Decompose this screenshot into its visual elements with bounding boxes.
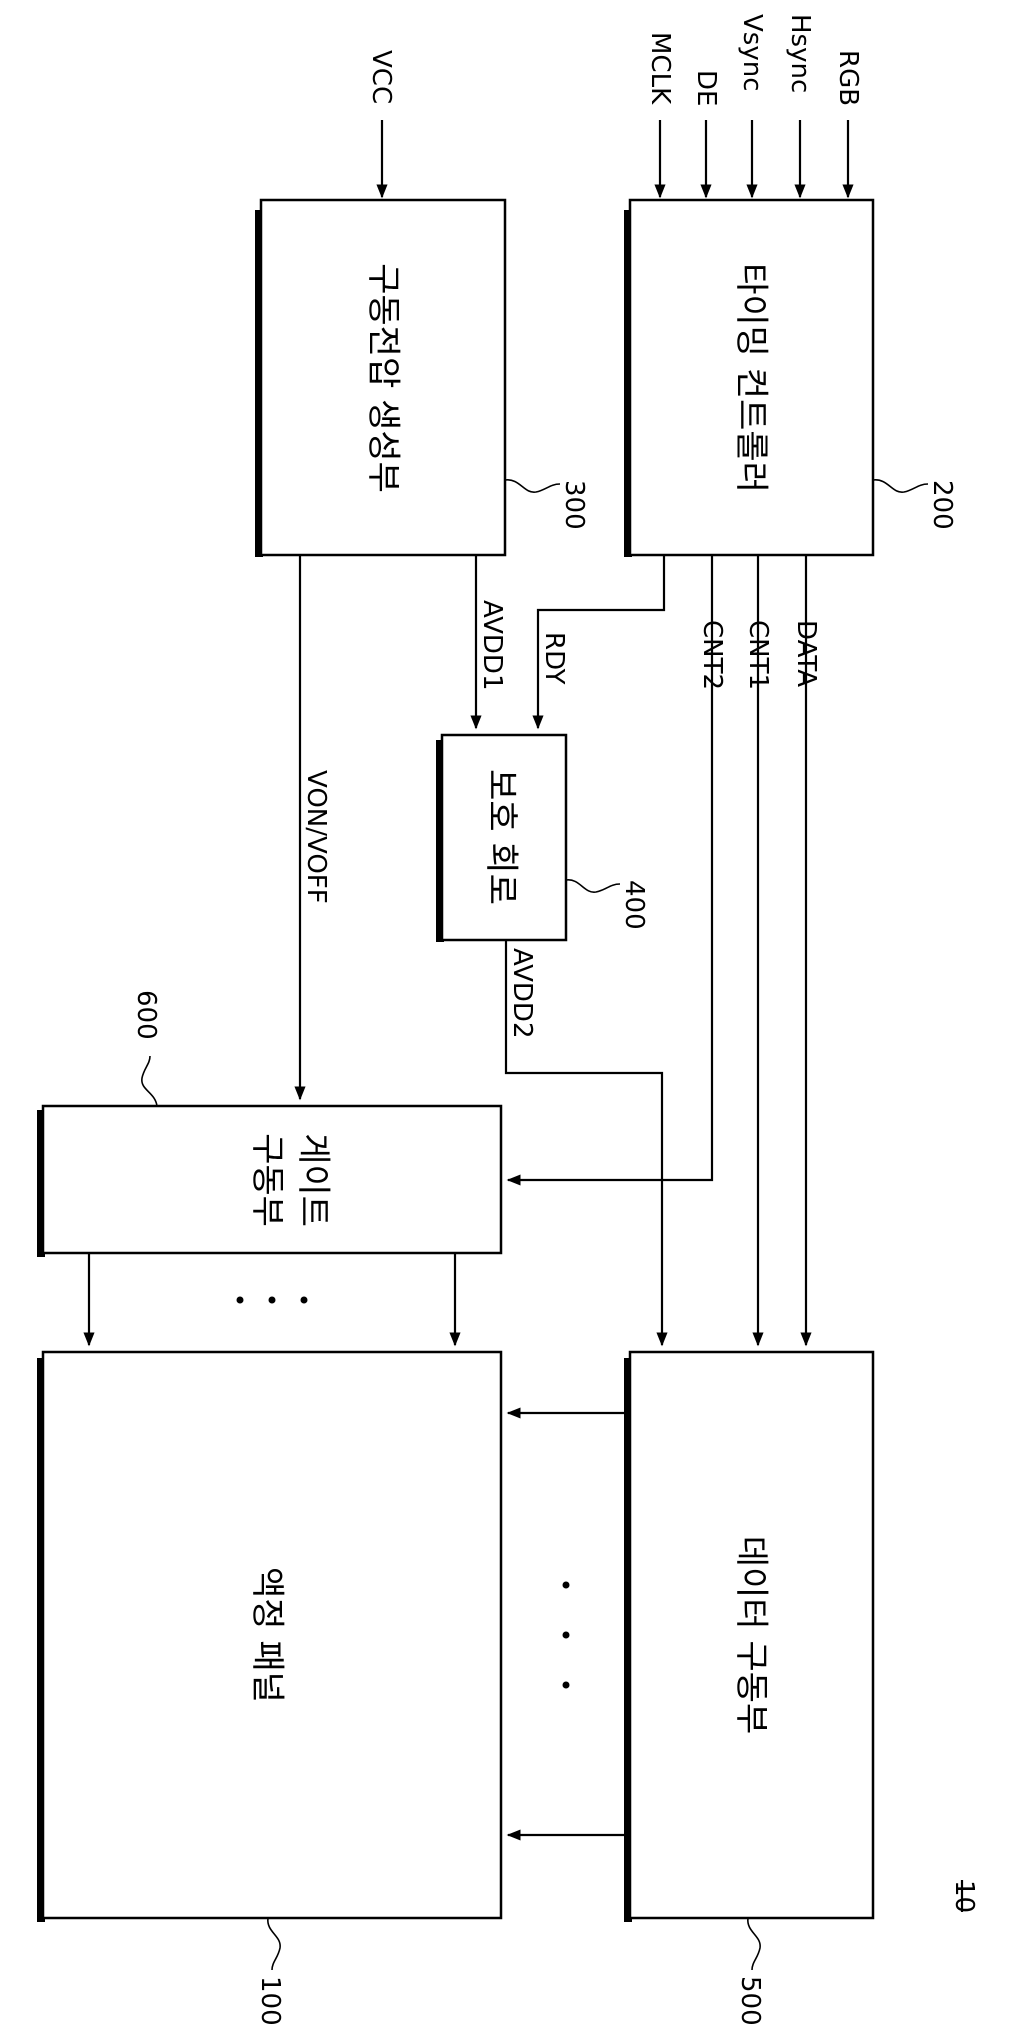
data-driver-ref-leader bbox=[748, 1918, 760, 1970]
gate-driver-label-line1: 게이트 bbox=[293, 1133, 333, 1227]
protection-circuit-ref: 400 bbox=[619, 880, 649, 930]
gate-line-ellipsis-dot bbox=[269, 1297, 276, 1304]
timing-controller-ref-leader bbox=[873, 480, 928, 492]
gate-line-ellipsis-dot bbox=[237, 1297, 244, 1304]
timing-controller-label: 타이밍 컨트롤러 bbox=[731, 263, 771, 493]
protection-circuit-ref-leader bbox=[566, 880, 620, 892]
drive-voltage-generator-block: 구동전압 생성부 300 bbox=[255, 200, 589, 557]
lc-panel-label: 액정 패널 bbox=[247, 1567, 287, 1703]
data-driver-label: 데이터 구동부 bbox=[731, 1536, 771, 1735]
avdd1-signal-label: AVDD1 bbox=[477, 600, 507, 691]
figure-ref-label: 10 bbox=[949, 1880, 979, 1913]
data-driver-ref: 500 bbox=[735, 1976, 765, 2024]
gate-driver-ref: 600 bbox=[131, 990, 161, 1040]
data-line-ellipsis-dot bbox=[563, 1682, 570, 1689]
data-driver-block: 데이터 구동부 500 bbox=[624, 1352, 873, 2024]
lc-panel-ref-leader bbox=[268, 1918, 280, 1970]
gate-driver-label-line2: 구동부 bbox=[247, 1133, 287, 1227]
data-line-ellipsis-dot bbox=[563, 1582, 570, 1589]
input-signals: RGB Hsync Vsync DE MCLK VCC bbox=[366, 14, 863, 197]
de-label: DE bbox=[691, 70, 721, 106]
gate-line-ellipsis-dot bbox=[301, 1297, 308, 1304]
timing-controller-ref: 200 bbox=[927, 480, 957, 530]
hsync-label: Hsync bbox=[785, 14, 815, 93]
drive-voltage-generator-label: 구동전압 생성부 bbox=[363, 263, 403, 493]
data-line-ellipsis-dot bbox=[563, 1632, 570, 1639]
drive-voltage-generator-ref-leader bbox=[505, 480, 560, 492]
mclk-label: MCLK bbox=[645, 32, 675, 105]
gate-driver-ref-leader bbox=[142, 1056, 157, 1106]
rgb-label: RGB bbox=[833, 50, 863, 106]
drive-voltage-generator-ref: 300 bbox=[559, 480, 589, 530]
vcc-label: VCC bbox=[366, 50, 396, 104]
lc-panel-block: 액정 패널 100 bbox=[37, 1352, 501, 2024]
protection-circuit-label: 보호 회로 bbox=[481, 769, 521, 905]
von-voff-signal-label: VON/VOFF bbox=[301, 770, 331, 904]
protection-circuit-block: 보호 회로 400 bbox=[436, 735, 649, 942]
cnt2-signal-label: CNT2 bbox=[697, 620, 727, 690]
gate-driver-block: 게이트 구동부 600 bbox=[37, 990, 501, 1257]
timing-controller-block: 타이밍 컨트롤러 200 bbox=[624, 200, 957, 557]
cnt1-signal-label: CNT1 bbox=[743, 620, 773, 690]
figure-reference: 10 bbox=[949, 1880, 979, 1913]
avdd2-signal-label: AVDD2 bbox=[507, 948, 537, 1039]
lc-panel-ref: 100 bbox=[255, 1976, 285, 2024]
rdy-signal-label: RDY bbox=[539, 632, 569, 685]
data-signal-label: DATA bbox=[791, 620, 821, 687]
vsync-label: Vsync bbox=[737, 14, 767, 92]
